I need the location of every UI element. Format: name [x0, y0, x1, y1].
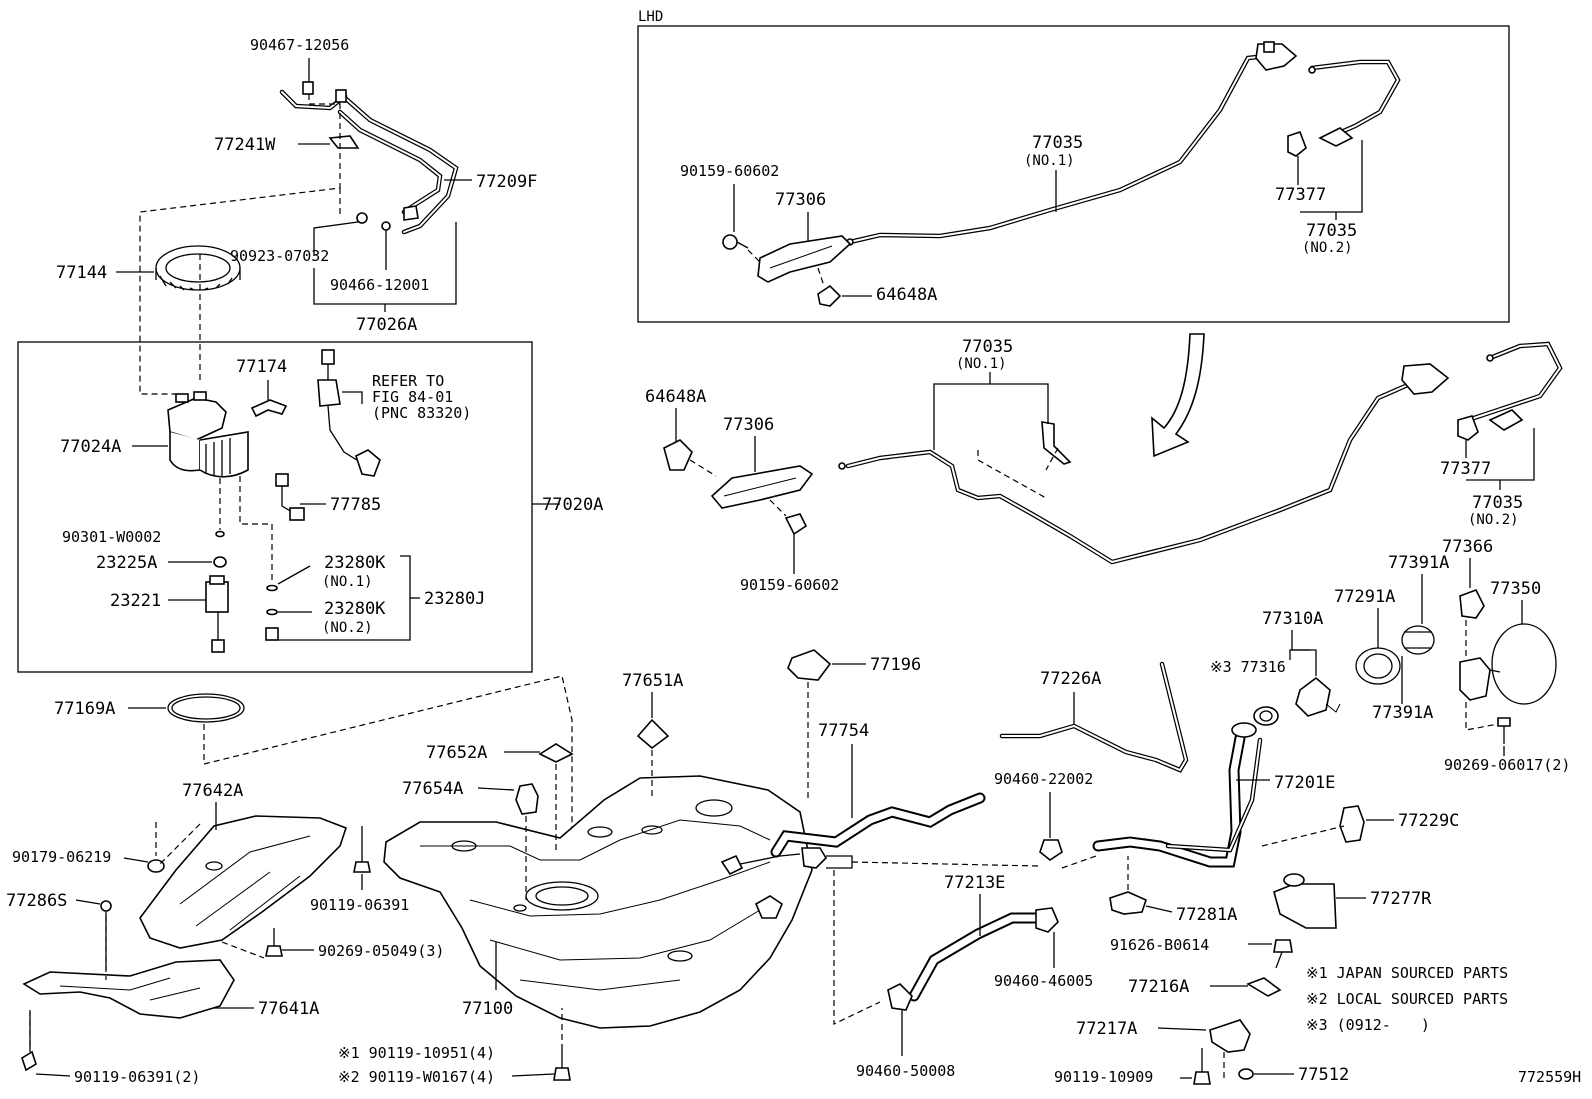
lock-ring-77144: 77144 [56, 245, 241, 291]
lhd-label-64648A: 64648A [876, 285, 937, 305]
label-64648A: 64648A [645, 387, 706, 407]
lhd-label-77306: 77306 [775, 190, 826, 210]
notes-legend: ※1 JAPAN SOURCED PARTS ※2 LOCAL SOURCED … [1306, 964, 1508, 1034]
fuel-lid-opener-cable: 64648A 77306 77035 (NO.1) 90159-60602 77… [645, 337, 1563, 594]
label-23280K-no1-sub: (NO.1) [322, 574, 373, 590]
label-77144: 77144 [56, 263, 107, 283]
label-77024A: 77024A [60, 437, 121, 457]
label-77512: 77512 [1298, 1065, 1349, 1085]
label-90467-12056: 90467-12056 [250, 36, 349, 54]
label-77216A: 77216A [1128, 977, 1189, 997]
label-77306: 77306 [723, 415, 774, 435]
label-90466-12001: 90466-12001 [330, 276, 429, 294]
label-77035-no2: 77035 [1472, 493, 1523, 513]
label-77754: 77754 [818, 721, 869, 741]
note-japan-sourced: ※1 JAPAN SOURCED PARTS [1306, 964, 1508, 982]
refer-text-line1: REFER TO [372, 372, 444, 390]
fuel-pump-assembly-box: 77174 REFER TO FIG 84-01 (PNC 83320) 770… [17, 341, 603, 673]
refer-text-line2: FIG 84-01 [372, 388, 453, 406]
label-77391A-top: 77391A [1388, 553, 1449, 573]
lhd-inset: LHD 90159-60602 77306 77035 (NO.1) 64648… [637, 9, 1510, 323]
label-91626-B0614: 91626-B0614 [1110, 936, 1209, 954]
label-77641A: 77641A [258, 999, 319, 1019]
label-90119-10951: ※1 90119-10951(4) [338, 1044, 495, 1062]
label-no1: (NO.1) [956, 356, 1007, 372]
lhd-label-77035: 77035 [1032, 133, 1083, 153]
label-23280K-no1: 23280K [324, 553, 386, 573]
label-77391A-bottom: 77391A [1372, 703, 1433, 723]
diagram-code: 772559H [1518, 1068, 1581, 1086]
label-77217A: 77217A [1076, 1019, 1137, 1039]
label-77652A: 77652A [426, 743, 487, 763]
label-77100: 77100 [462, 999, 513, 1019]
label-77291A: 77291A [1334, 587, 1395, 607]
label-77377: 77377 [1440, 459, 1491, 479]
label-77209F: 77209F [476, 172, 537, 192]
note-local-sourced: ※2 LOCAL SOURCED PARTS [1306, 990, 1508, 1008]
label-23280J: 23280J [424, 589, 485, 609]
label-77241W: 77241W [214, 135, 276, 155]
tank-small-parts: 77651A 77652A 77654A [402, 671, 683, 900]
label-77316: ※3 77316 [1210, 658, 1286, 676]
label-77229C: 77229C [1398, 811, 1459, 831]
label-23225A: 23225A [96, 553, 157, 573]
lhd-label: LHD [638, 9, 663, 25]
label-90269-06017: 90269-06017(2) [1444, 756, 1570, 774]
lhd-label-77377: 77377 [1275, 185, 1326, 205]
label-77213E: 77213E [944, 873, 1005, 893]
note-date-range: ※3 (0912- ) [1306, 1016, 1430, 1034]
label-90460-46005: 90460-46005 [994, 972, 1093, 990]
direction-arrow-icon [1151, 333, 1205, 458]
label-90119-W0167: ※2 90119-W0167(4) [338, 1068, 495, 1086]
label-77785: 77785 [330, 495, 381, 515]
label-77174: 77174 [236, 357, 287, 377]
tank-protectors: 77642A 90179-06219 90119-06391 77286S 90… [6, 781, 444, 1086]
label-77035-no1: 77035 [962, 337, 1013, 357]
label-77020A: 77020A [542, 495, 603, 515]
label-77651A: 77651A [622, 671, 683, 691]
label-90460-22002: 90460-22002 [994, 770, 1093, 788]
label-77286S: 77286S [6, 891, 67, 911]
refer-text-line3: (PNC 83320) [372, 404, 471, 422]
label-77169A: 77169A [54, 699, 115, 719]
label-90179-06219: 90179-06219 [12, 848, 111, 866]
label-77026A: 77026A [356, 315, 417, 335]
label-77226A: 77226A [1040, 669, 1101, 689]
label-77201E: 77201E [1274, 773, 1335, 793]
label-90923-07032: 90923-07032 [230, 247, 329, 265]
lhd-label-77035-no2: 77035 [1306, 221, 1357, 241]
lhd-label-no1: (NO.1) [1024, 153, 1075, 169]
fuel-pump-lines: 90467-12056 77241W 77209F 90923-07032 90… [139, 36, 537, 395]
label-90119-10909: 90119-10909 [1054, 1068, 1153, 1086]
label-77196: 77196 [870, 655, 921, 675]
label-23280K-no2: 23280K [324, 599, 386, 619]
label-90301-W0002: 90301-W0002 [62, 528, 161, 546]
label-90159-60602: 90159-60602 [740, 576, 839, 594]
filler-pipe-area: 77196 77754 77226A 90460-22002 77201E ※3… [770, 537, 1570, 929]
label-90269-05049: 90269-05049(3) [318, 942, 444, 960]
label-no2: (NO.2) [1468, 512, 1519, 528]
label-77350: 77350 [1490, 579, 1541, 599]
label-77654A: 77654A [402, 779, 463, 799]
label-23280K-no2-sub: (NO.2) [322, 620, 373, 636]
label-23221: 23221 [110, 591, 161, 611]
label-90119-06391: 90119-06391 [310, 896, 409, 914]
bottom-hoses-clamps: 77213E 90460-46005 90460-50008 77281A 91… [833, 855, 1349, 1086]
gasket-77169A: 77169A [54, 675, 573, 860]
lhd-label-90159-60602: 90159-60602 [680, 162, 779, 180]
label-90119-06391-2: 90119-06391(2) [74, 1068, 200, 1086]
label-77281A: 77281A [1176, 905, 1237, 925]
label-77642A: 77642A [182, 781, 243, 801]
lhd-label-no2: (NO.2) [1302, 240, 1353, 256]
label-77310A: 77310A [1262, 609, 1323, 629]
label-77366: 77366 [1442, 537, 1493, 557]
fuel-tank-77100: 77100 ※1 90119-10951(4) ※2 90119-W0167(4… [338, 775, 1039, 1086]
label-90460-50008: 90460-50008 [856, 1062, 955, 1080]
label-77277R: 77277R [1370, 889, 1432, 909]
